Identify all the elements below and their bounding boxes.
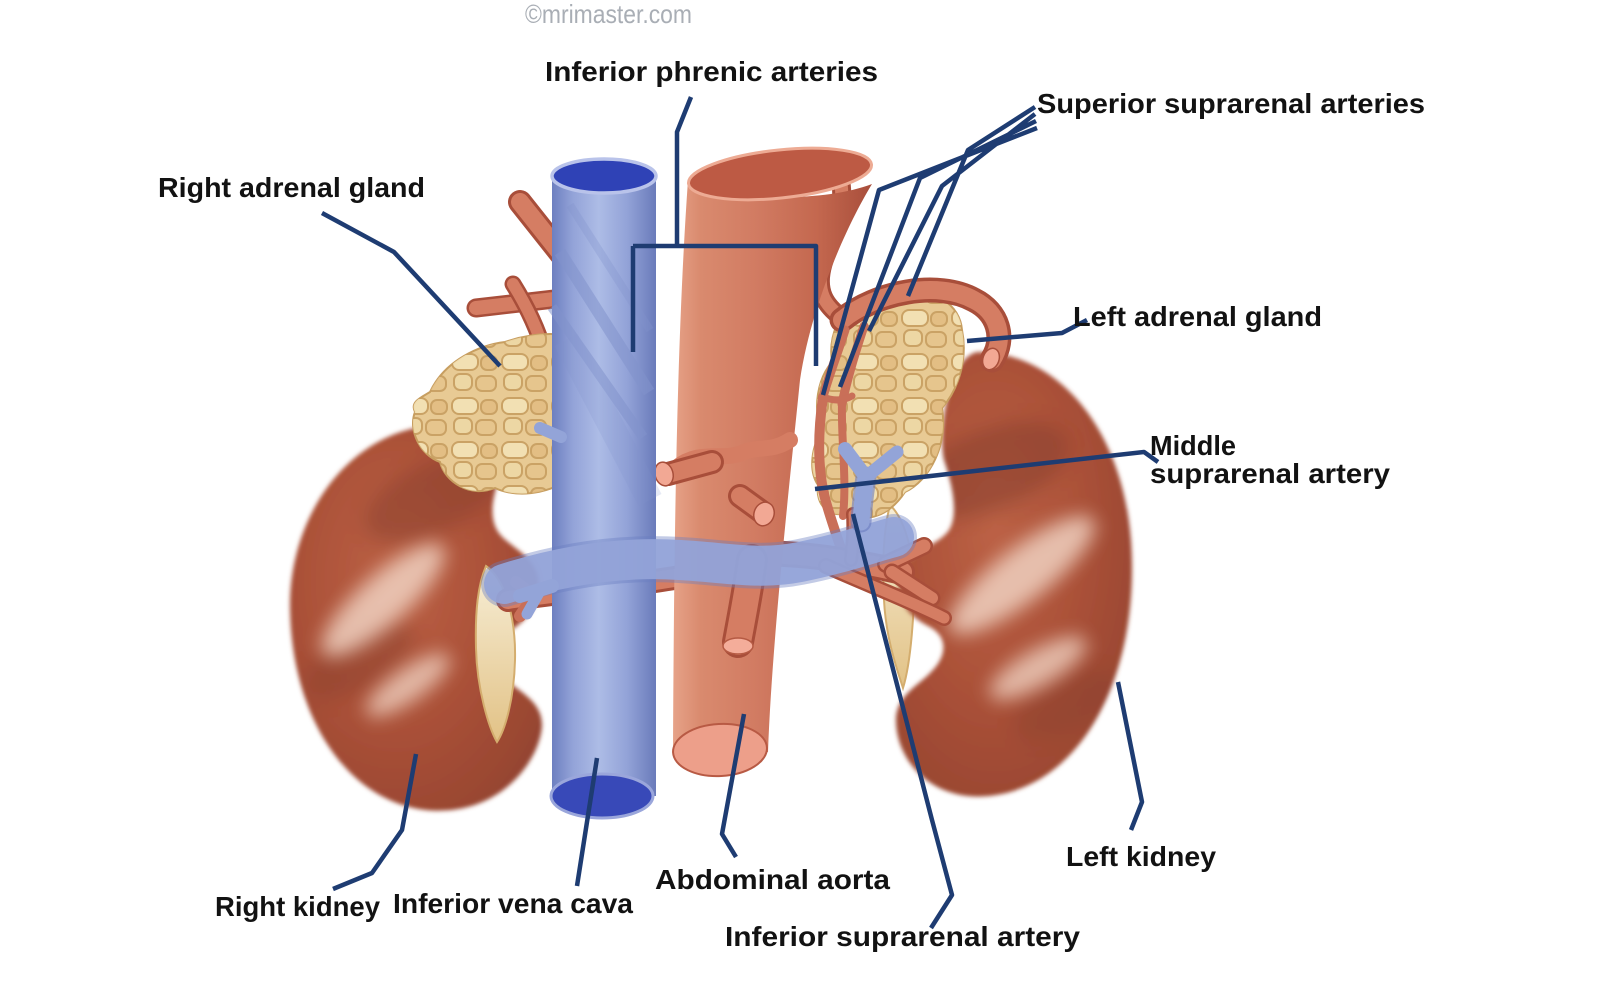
- right-adrenal-vein-stub: [534, 422, 567, 443]
- celiac-stub-left-core: [659, 453, 721, 483]
- ivc-streak-1: [554, 248, 655, 396]
- label-middle-suprarenal-artery-line2: suprarenal artery: [1150, 458, 1390, 489]
- ivc-streak-4: [554, 333, 662, 507]
- label-left-adrenal-gland: Left adrenal gland: [1073, 301, 1322, 332]
- label-right-kidney: Right kidney: [215, 891, 380, 922]
- right-kidney-highlight-upper: [321, 543, 445, 657]
- left-kidney-highlight-lower: [989, 636, 1087, 700]
- left-kidney-highlight-upper: [949, 515, 1095, 635]
- leader-left-adrenal-gland: [966, 318, 1089, 344]
- abdominal-aorta-vessel: [654, 146, 874, 778]
- label-inferior-vena-cava: Inferior vena cava: [393, 888, 633, 919]
- mesenteric-artery-cut-end: [722, 637, 754, 655]
- leader-inferior-vena-cava: [574, 757, 600, 887]
- leader-right-kidney: [332, 753, 419, 892]
- aorta-top-opening: [686, 146, 874, 202]
- leader-middle-suprarenal-artery: [814, 449, 1160, 492]
- label-superior-suprarenal-arteries: Superior suprarenal arteries: [1037, 88, 1425, 119]
- leader-inferior-suprarenal-artery: [850, 513, 955, 930]
- left-kidney-shade-lower: [1014, 670, 1116, 740]
- ivc-top-opening: [550, 157, 658, 195]
- label-left-kidney: Left kidney: [1066, 841, 1216, 872]
- right-kidney-highlight-lower: [366, 653, 450, 717]
- leader-abdominal-aorta: [719, 713, 747, 859]
- label-inferior-phrenic-arteries: Inferior phrenic arteries: [545, 56, 878, 87]
- label-middle-suprarenal-artery-line1: Middle: [1150, 430, 1236, 461]
- aorta-bottom-opening: [672, 722, 768, 778]
- right-renal-vein-fork-b: [521, 585, 546, 620]
- leader-lines: [320, 96, 1160, 930]
- label-abdominal-aorta: Abdominal aorta: [655, 864, 890, 895]
- renal-veins: [481, 442, 917, 620]
- adrenal-descending-branch-2: [837, 400, 849, 520]
- leader-right-adrenal-gland: [320, 211, 502, 368]
- label-inferior-suprarenal-artery: Inferior suprarenal artery: [725, 921, 1080, 952]
- ivc-bottom-opening: [549, 772, 655, 820]
- ivc-streak-3: [566, 202, 654, 333]
- aorta-body: [673, 180, 872, 752]
- left-renal-artery-fork-upper-core: [879, 539, 931, 571]
- leader-inferior-phrenic-arteries: [630, 96, 819, 366]
- left-renal-artery-fork-lower-core: [886, 566, 938, 604]
- inferior-vena-cava-vessel: [534, 157, 662, 820]
- right-kidney-body: [289, 424, 543, 811]
- phrenic-arch-cut-end: [981, 347, 1001, 371]
- label-right-adrenal-gland: Right adrenal gland: [158, 172, 425, 203]
- labels: Inferior phrenic arteries Superior supra…: [158, 56, 1425, 952]
- ivc-streak-2: [547, 304, 648, 440]
- watermark-text: ©mrimaster.com: [525, 0, 692, 29]
- celiac-stub-right-cut-end: [752, 501, 776, 527]
- left-renal-vein: [484, 517, 914, 604]
- ivc-body: [552, 176, 656, 796]
- right-kidney-shade-lower: [306, 621, 414, 699]
- leader-superior-suprarenal-arteries: [820, 105, 1038, 396]
- adrenal-vein-arm-right: [859, 445, 904, 484]
- leader-left-kidney: [1115, 681, 1145, 831]
- ivc-inner-streaks: [547, 202, 662, 507]
